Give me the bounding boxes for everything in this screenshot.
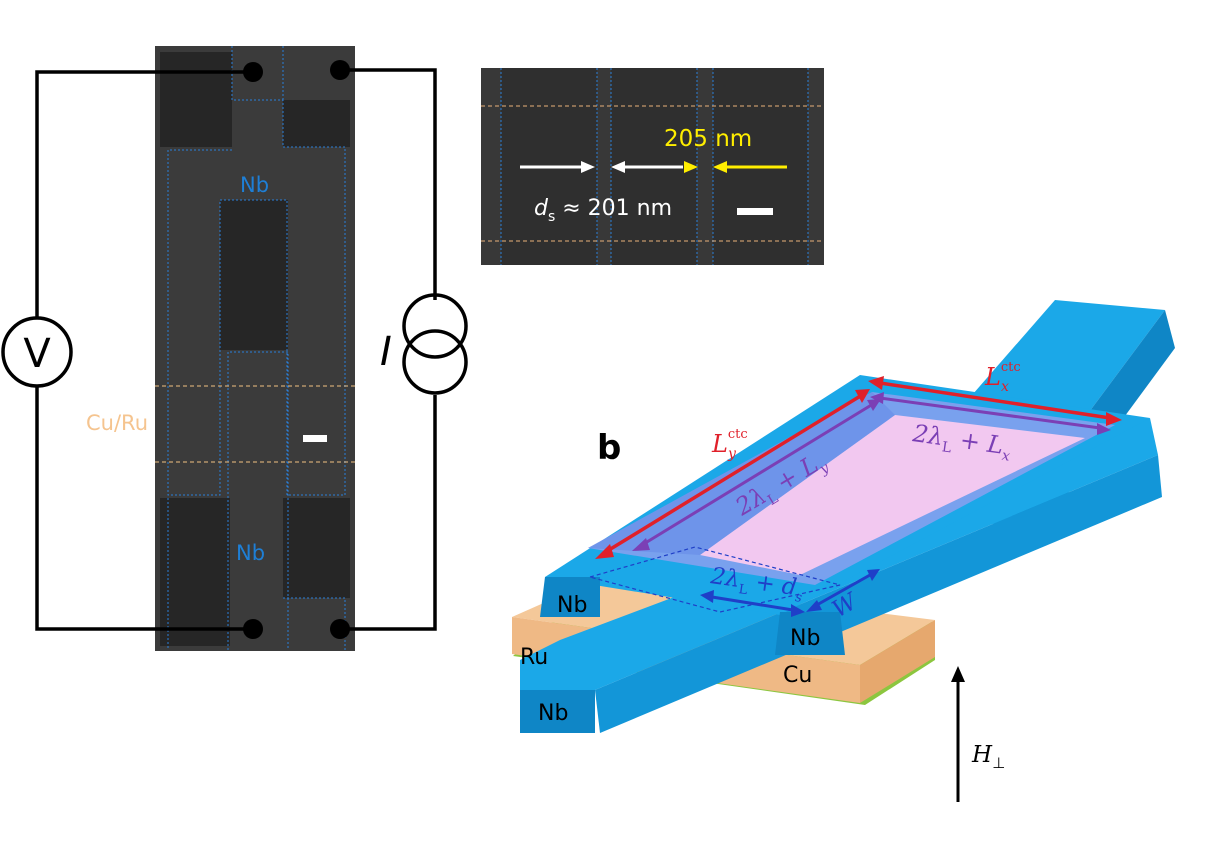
window-pink [700,415,1085,575]
label-curu: Cu/Ru [86,411,148,435]
arrowhead [870,392,884,404]
arrow-purple-y [641,402,874,547]
inset-stripe [481,68,501,265]
current-source-icon [402,293,468,359]
arrowhead [951,666,965,682]
inset-nb-edges [500,68,809,265]
label-lx-ctc: Lxctc [984,360,1021,395]
arrowhead [684,161,698,173]
circuit-wires [35,68,437,631]
sem-pad [160,52,232,147]
dashed-outline [587,546,841,613]
scale-bar [303,435,327,442]
arrowhead [713,161,727,173]
panel-a: Nb Nb Cu/Ru V I [1,46,468,651]
nb-bar-front-side [595,455,1162,733]
arrowhead [1106,412,1122,426]
voltmeter-symbol: V [23,331,51,377]
label-field: H⊥ [971,742,1005,772]
nb-frame-front-right [775,612,845,655]
arrowhead [867,569,880,581]
current-symbol: I [380,329,392,375]
sem-pad [160,498,230,646]
label-nb-3: Nb [538,701,568,726]
current-source-icon [402,329,468,395]
arrowhead [1097,423,1111,435]
contact-dot [243,619,263,639]
voltmeter-icon [1,316,73,388]
arrowhead [806,600,822,612]
label-ru: Ru [520,645,548,670]
panel-letter: b [597,428,621,468]
ds-symbol: d [534,196,549,221]
arrow-blue-w [814,573,871,608]
arrowhead [855,389,870,403]
label-nb-1: Nb [557,593,587,618]
arrowhead [581,161,595,173]
nb-outline [167,46,346,650]
ds-value: ≈ 201 nm [555,196,672,221]
arrowhead [632,538,650,551]
contact-dot [243,62,263,82]
sem-pad [283,100,350,147]
arrowhead [791,604,805,617]
sem-pad [283,498,350,598]
label-nb-top: Nb [240,173,269,197]
dim-label: 205 nm [664,126,752,152]
arrowhead [595,544,614,559]
arrow-ly-ctc [603,393,863,555]
arrowhead [611,161,625,173]
nb-frame-front-left [540,577,600,617]
arrowhead [868,376,884,390]
contact-dot [330,619,350,639]
inset-scale-bar [737,208,773,215]
arrowhead [700,590,714,603]
arrow-blue-ds [711,595,794,612]
panel-b: b Lxctc Lyctc 2λL + Lx 2λL + Ly 2λL + ds… [512,300,1175,802]
arrowhead [867,399,881,411]
arrow-purple-x [879,396,1101,430]
label-nb-bottom: Nb [236,541,265,565]
ds-label: ds ≈ 201 nm [534,196,672,225]
inset-stripe [808,68,824,265]
label-ly-ctc: Lyctc [711,427,748,462]
ds-sub: s [548,209,555,225]
sem-pad [220,200,288,350]
inset: 205 nm ds ≈ 201 nm [481,68,824,265]
contact-dot [330,60,350,80]
nb-bar-front-face [520,690,595,733]
inset-stripe [697,68,713,265]
cu-side [860,620,935,703]
label-cu: Cu [783,663,812,688]
inset-stripe [597,68,611,265]
label-nb-2: Nb [790,626,820,651]
arrow-lx-ctc [879,381,1111,420]
